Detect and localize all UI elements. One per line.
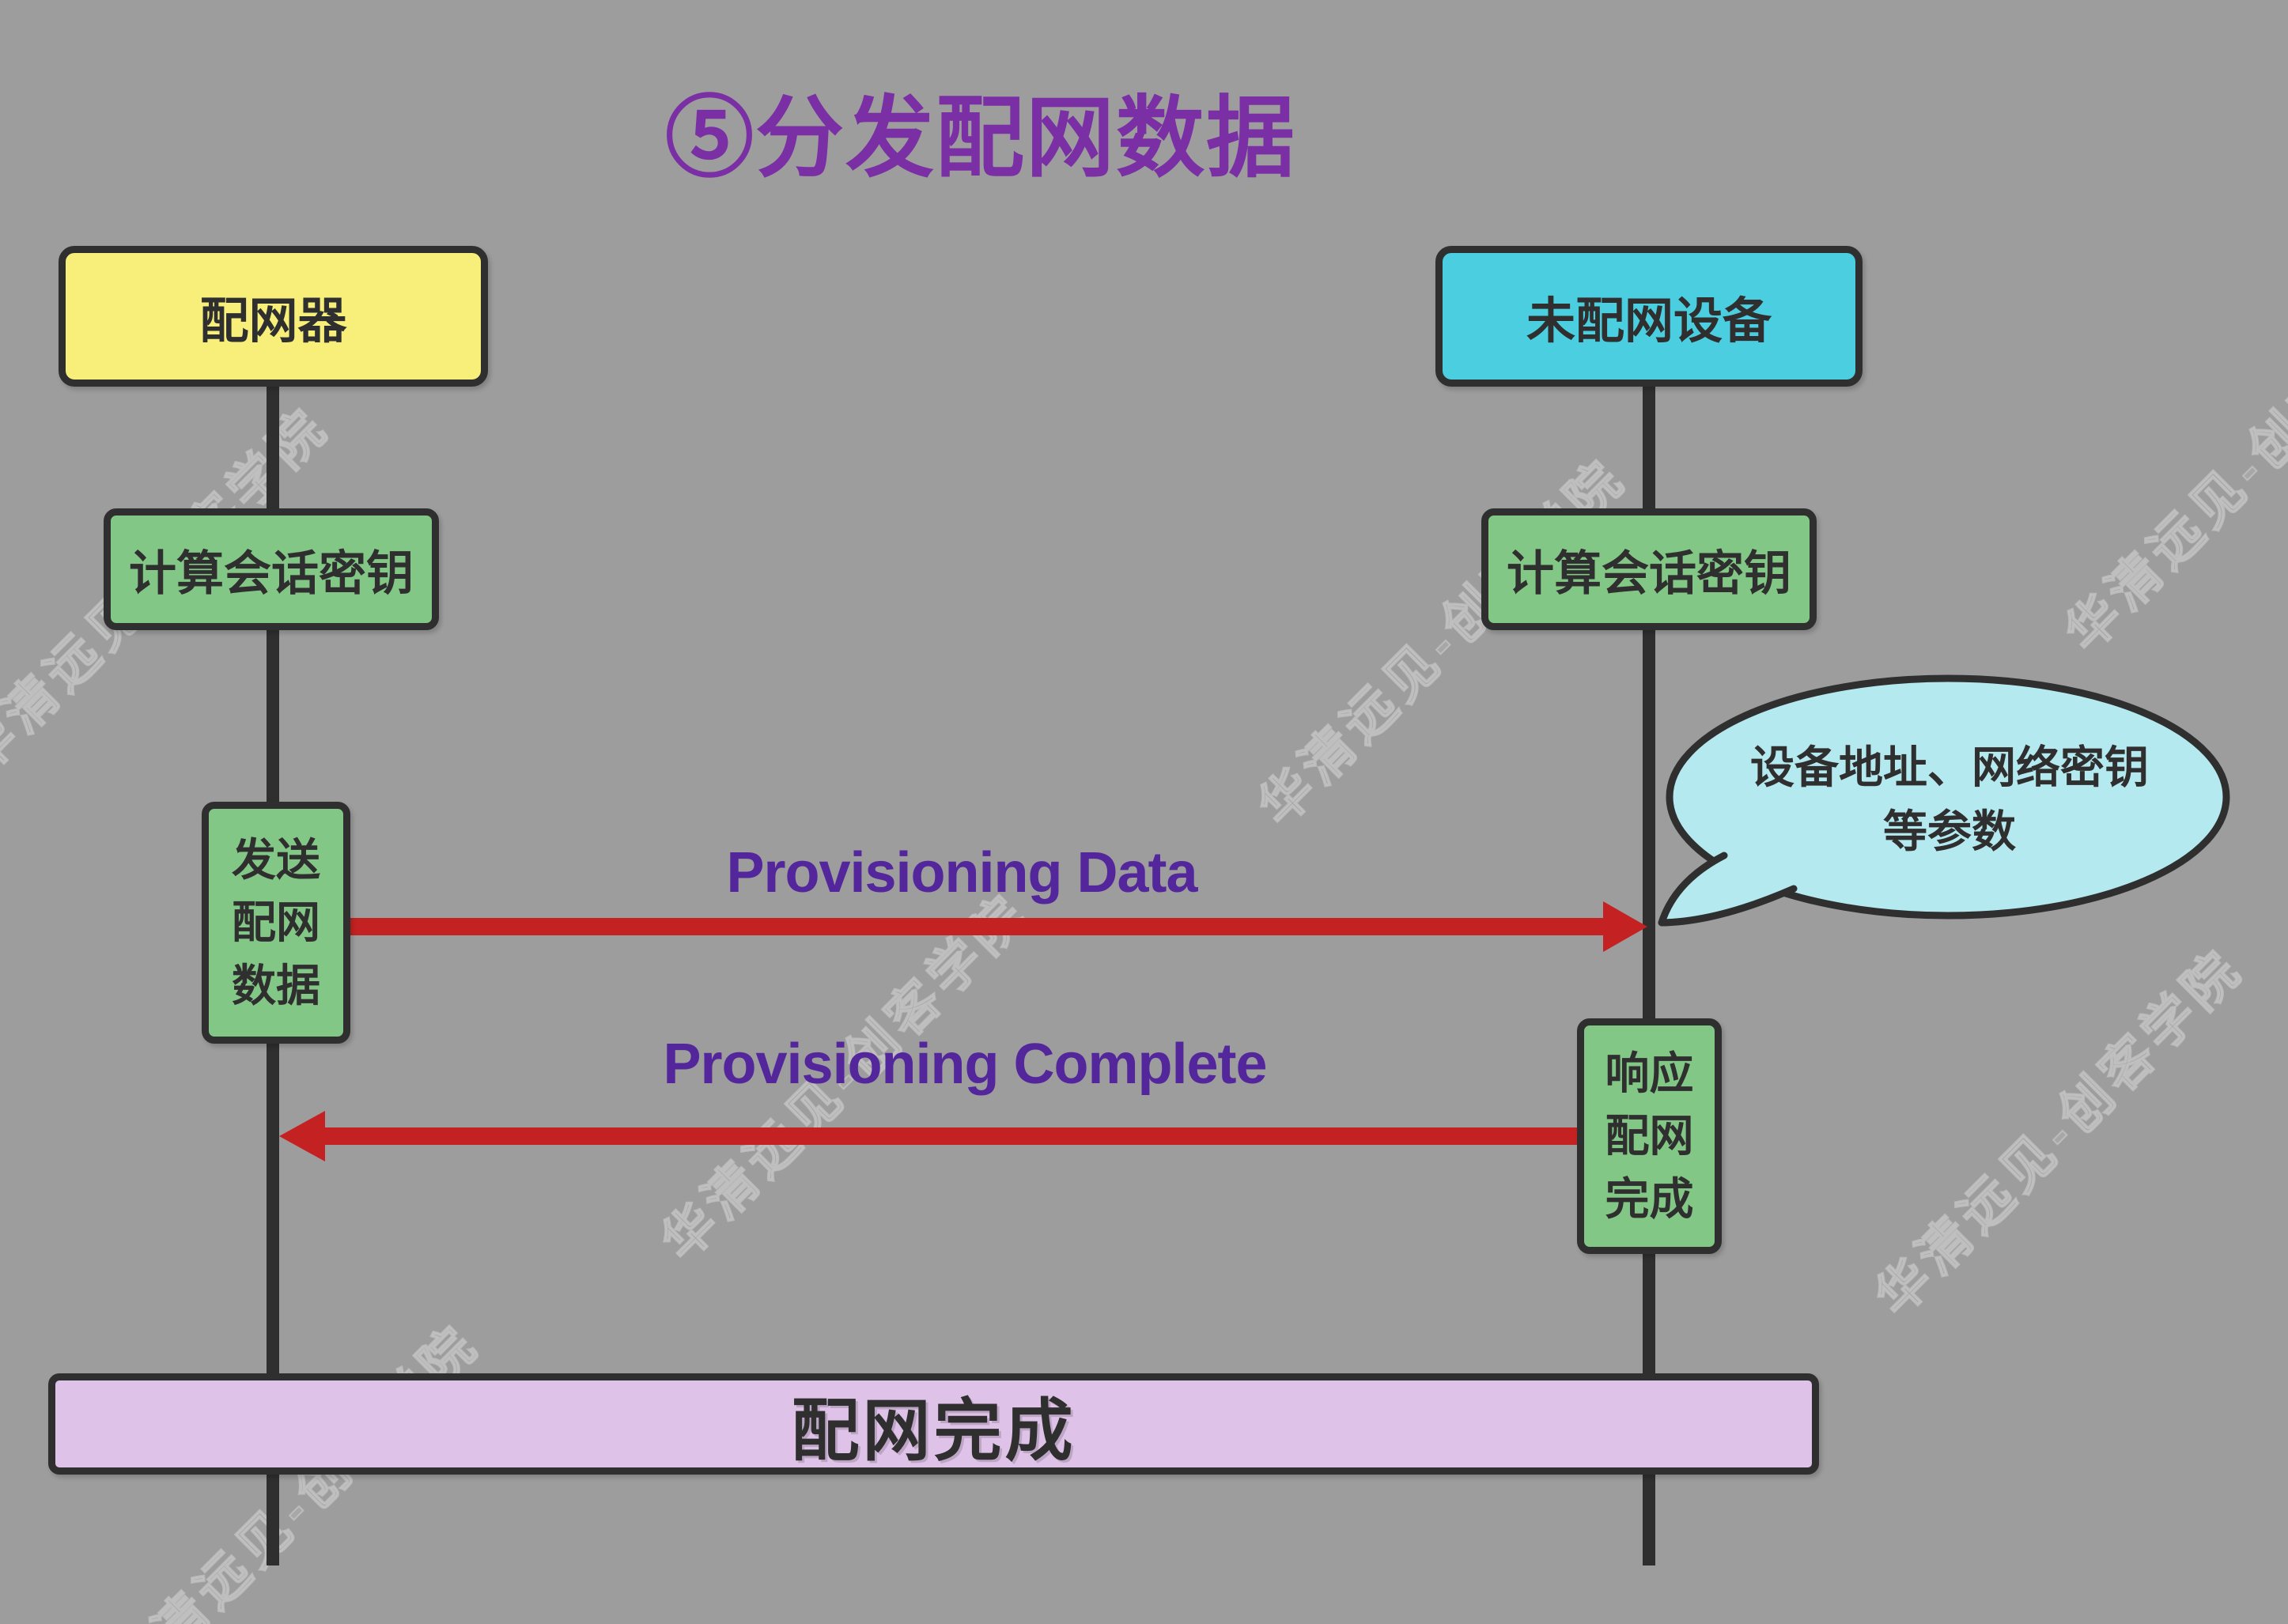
footer-provisioning-done-bar: 配网完成 xyxy=(48,1373,1819,1475)
callout-bubble-shape xyxy=(1666,674,2230,920)
step-label: 计算会话密钥 xyxy=(1507,546,1791,600)
actor-provisioner-box: 配网器 xyxy=(59,246,488,387)
callout-text: 设备地址、网络密钥 等参数 xyxy=(1750,742,2149,857)
arrow-provisioning-complete-shaft xyxy=(323,1127,1577,1145)
actor-provisioner-label: 配网器 xyxy=(199,294,347,349)
step-compute-session-key-left: 计算会话密钥 xyxy=(104,508,439,630)
message-provisioning-data-label: Provisioning Data xyxy=(726,841,1197,905)
page-title: ⑤分发配网数据 xyxy=(665,89,1296,187)
step-compute-session-key-right: 计算会话密钥 xyxy=(1481,508,1817,630)
arrow-provisioning-data-head xyxy=(1603,901,1647,952)
arrow-provisioning-data-shaft xyxy=(350,918,1603,935)
step-respond-provisioning-complete: 响应 配网 完成 xyxy=(1577,1018,1722,1254)
step-label: 发送 配网 数据 xyxy=(232,834,320,1010)
step-label: 响应 配网 完成 xyxy=(1605,1048,1694,1224)
step-label: 计算会话密钥 xyxy=(129,546,414,600)
actor-device-label: 未配网设备 xyxy=(1526,294,1772,349)
arrow-provisioning-complete-head xyxy=(279,1111,325,1161)
lifeline-device xyxy=(1643,380,1655,1565)
callout-bubble-tail xyxy=(1658,852,1798,927)
footer-label: 配网完成 xyxy=(791,1392,1076,1469)
actor-device-box: 未配网设备 xyxy=(1435,246,1863,387)
step-send-provisioning-data: 发送 配网 数据 xyxy=(202,802,350,1044)
message-provisioning-complete-label: Provisioning Complete xyxy=(663,1033,1267,1096)
